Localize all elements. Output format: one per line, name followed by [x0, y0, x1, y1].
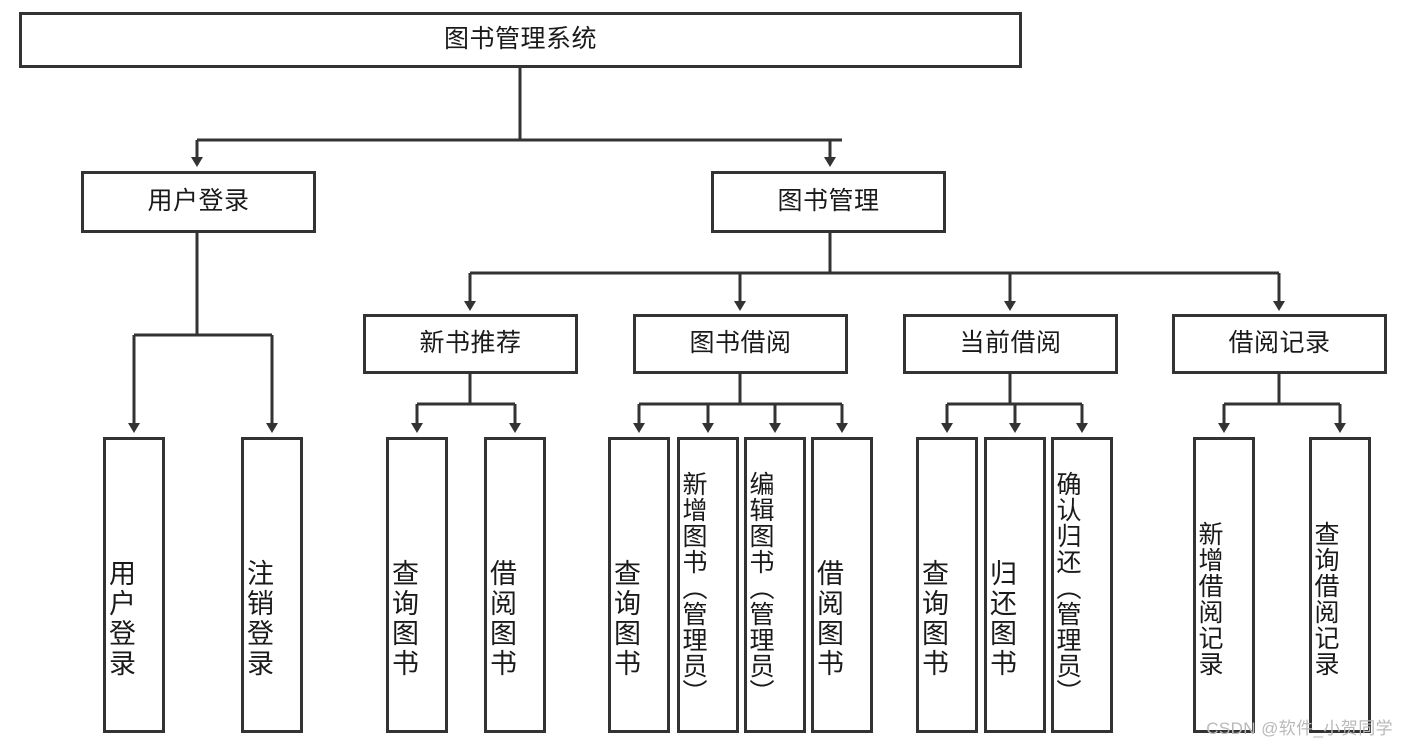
node-new-book-recommend-label: 新书推荐 — [419, 329, 522, 358]
node-leaf-add-record-label: 新增借阅记录 — [1195, 521, 1223, 677]
node-leaf-query-book-2[interactable]: 查询图书 — [608, 437, 670, 733]
node-current-borrow-label: 当前借阅 — [959, 329, 1062, 358]
node-leaf-borrow-book-1-label: 借阅图书 — [486, 559, 516, 679]
node-leaf-user-login-label: 用户登录 — [105, 559, 135, 679]
node-leaf-borrow-book-1[interactable]: 借阅图书 — [484, 437, 546, 733]
node-leaf-add-book-label: 新增图书（管理员） — [679, 471, 707, 705]
node-new-book-recommend[interactable]: 新书推荐 — [363, 314, 578, 374]
node-book-borrow-label: 图书借阅 — [689, 329, 792, 358]
node-leaf-user-logout-label: 注销登录 — [243, 559, 273, 679]
node-leaf-borrow-book-2[interactable]: 借阅图书 — [811, 437, 873, 733]
node-leaf-user-login[interactable]: 用户登录 — [103, 437, 165, 733]
node-leaf-return-book[interactable]: 归还图书 — [984, 437, 1046, 733]
node-leaf-confirm-return-label: 确认归还（管理员） — [1053, 471, 1081, 705]
node-leaf-query-book-1-label: 查询图书 — [388, 559, 418, 679]
node-leaf-return-book-label: 归还图书 — [986, 559, 1016, 679]
node-leaf-add-book[interactable]: 新增图书（管理员） — [677, 437, 739, 733]
node-leaf-add-record[interactable]: 新增借阅记录 — [1193, 437, 1255, 733]
node-leaf-query-book-3[interactable]: 查询图书 — [916, 437, 978, 733]
node-leaf-edit-book-label: 编辑图书（管理员） — [746, 471, 774, 705]
node-leaf-query-record[interactable]: 查询借阅记录 — [1309, 437, 1371, 733]
node-book-manage-label: 图书管理 — [777, 187, 880, 216]
node-leaf-query-book-2-label: 查询图书 — [610, 559, 640, 679]
node-user-login[interactable]: 用户登录 — [81, 171, 316, 233]
node-leaf-edit-book[interactable]: 编辑图书（管理员） — [744, 437, 806, 733]
node-user-login-label: 用户登录 — [147, 187, 250, 216]
node-root[interactable]: 图书管理系统 — [19, 12, 1022, 68]
node-leaf-confirm-return[interactable]: 确认归还（管理员） — [1051, 437, 1113, 733]
node-leaf-borrow-book-2-label: 借阅图书 — [813, 559, 843, 679]
csdn-watermark: CSDN @软件_小贺同学 — [1206, 719, 1393, 738]
node-root-label: 图书管理系统 — [443, 25, 597, 54]
node-book-borrow[interactable]: 图书借阅 — [633, 314, 848, 374]
node-leaf-query-book-3-label: 查询图书 — [918, 559, 948, 679]
node-leaf-user-logout[interactable]: 注销登录 — [241, 437, 303, 733]
node-borrow-record[interactable]: 借阅记录 — [1172, 314, 1387, 374]
node-leaf-query-record-label: 查询借阅记录 — [1311, 521, 1339, 677]
node-borrow-record-label: 借阅记录 — [1228, 329, 1331, 358]
node-current-borrow[interactable]: 当前借阅 — [903, 314, 1118, 374]
node-book-manage[interactable]: 图书管理 — [711, 171, 946, 233]
node-leaf-query-book-1[interactable]: 查询图书 — [386, 437, 448, 733]
